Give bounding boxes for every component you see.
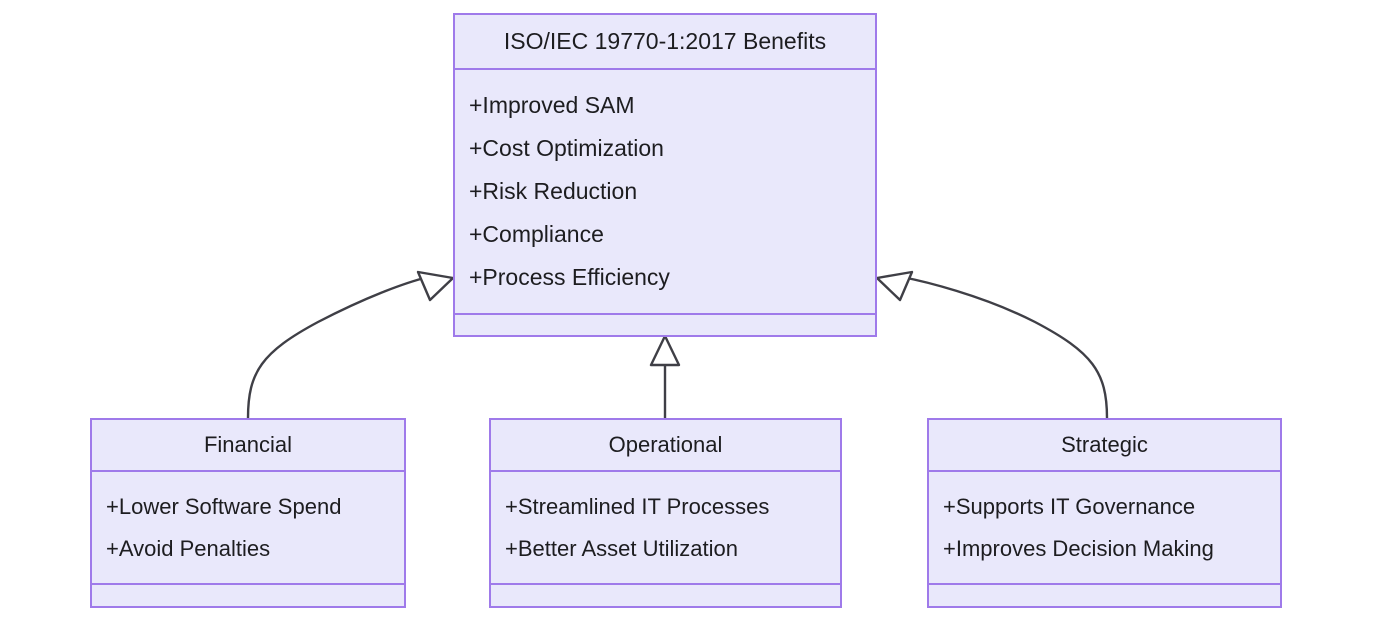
attribute-item: +Process Efficiency [469, 264, 670, 290]
generalization-operational [649, 334, 681, 420]
attribute-item: +Supports IT Governance [943, 493, 1196, 519]
class-name-financial: Financial [92, 420, 404, 472]
methods-compartment-operational [491, 585, 840, 606]
attribute-item: +Streamlined IT Processes [505, 493, 770, 519]
attribute-item: +Improves Decision Making [943, 535, 1214, 561]
attribute-item: +Avoid Penalties [106, 535, 271, 561]
hollow-triangle-arrowhead-strategic [875, 270, 914, 302]
class-name-parent: ISO/IEC 19770-1:2017 Benefits [455, 15, 875, 70]
uml-class-box-parent[interactable]: ISO/IEC 19770-1:2017 Benefits +Improved … [453, 13, 877, 337]
methods-compartment-strategic [929, 585, 1280, 606]
attribute-item: +Compliance [469, 221, 604, 247]
methods-compartment-financial [92, 585, 404, 606]
class-name-strategic: Strategic [929, 420, 1280, 472]
methods-compartment-parent [455, 315, 875, 335]
attributes-compartment-operational: +Streamlined IT Processes +Better Asset … [491, 472, 840, 585]
generalization-strategic [875, 270, 1109, 420]
attributes-compartment-strategic: +Supports IT Governance +Improves Decisi… [929, 472, 1280, 585]
class-name-operational: Operational [491, 420, 840, 472]
hollow-triangle-arrowhead-financial [416, 270, 455, 302]
attribute-item: +Improved SAM [469, 92, 635, 118]
attributes-compartment-financial: +Lower Software Spend +Avoid Penalties [92, 472, 404, 585]
attribute-item: +Better Asset Utilization [505, 535, 738, 561]
uml-class-box-operational[interactable]: Operational +Streamlined IT Processes +B… [489, 418, 842, 608]
uml-class-box-financial[interactable]: Financial +Lower Software Spend +Avoid P… [90, 418, 406, 608]
uml-class-box-strategic[interactable]: Strategic +Supports IT Governance +Impro… [927, 418, 1282, 608]
generalization-financial [246, 270, 455, 420]
attribute-item: +Risk Reduction [469, 178, 638, 204]
hollow-triangle-arrowhead-operational [649, 334, 681, 367]
attributes-compartment-parent: +Improved SAM +Cost Optimization +Risk R… [455, 70, 875, 315]
attribute-item: +Lower Software Spend [106, 493, 342, 519]
attribute-item: +Cost Optimization [469, 135, 664, 161]
